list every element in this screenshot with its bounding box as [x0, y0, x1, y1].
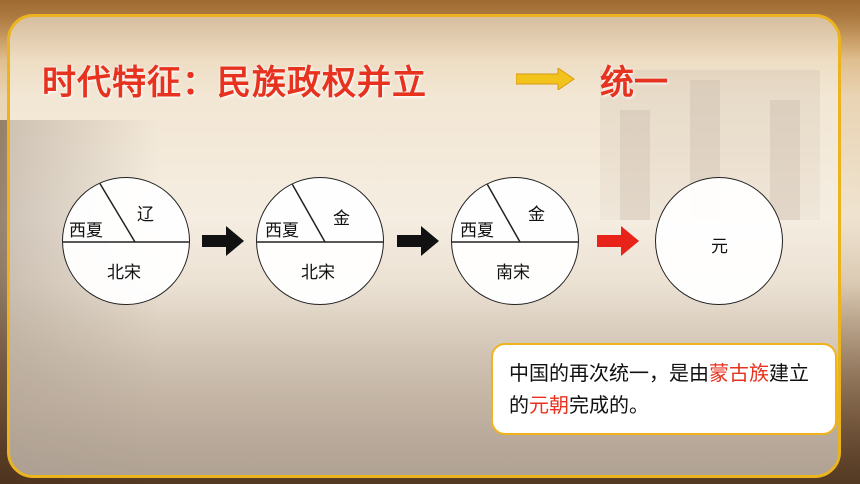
regime-circle-3: 西夏 金 南宋 [451, 177, 579, 305]
regime-circle-4: 元 [655, 177, 783, 305]
title-arrow-icon [516, 68, 575, 90]
region-label: 元 [711, 237, 728, 257]
note-text: 完成的。 [569, 393, 649, 417]
region-label: 南宋 [496, 263, 530, 283]
note-text: 中国的再次统一，是由 [509, 361, 709, 385]
region-label: 北宋 [107, 263, 141, 283]
page-title: 时代特征：民族政权并立 [42, 63, 427, 103]
title-unification: 统一 [600, 63, 668, 103]
region-label: 北宋 [301, 263, 335, 283]
arrow-right-icon [597, 226, 639, 256]
region-label: 金 [333, 209, 350, 229]
note-highlight: 元朝 [529, 393, 569, 417]
note-text: 建立的 [509, 361, 809, 417]
note-highlight: 蒙古族 [709, 361, 769, 385]
regime-circle-1: 西夏 辽 北宋 [62, 177, 190, 305]
arrow-right-icon [202, 226, 244, 256]
region-label: 辽 [137, 205, 154, 225]
region-label: 西夏 [460, 221, 494, 241]
region-label: 西夏 [69, 221, 103, 241]
arrow-right-icon [397, 226, 439, 256]
region-label: 金 [528, 205, 545, 225]
conclusion-note: 中国的再次统一，是由蒙古族建立的元朝完成的。 [491, 343, 837, 435]
region-label: 西夏 [265, 221, 299, 241]
regime-circle-2: 西夏 金 北宋 [256, 177, 384, 305]
